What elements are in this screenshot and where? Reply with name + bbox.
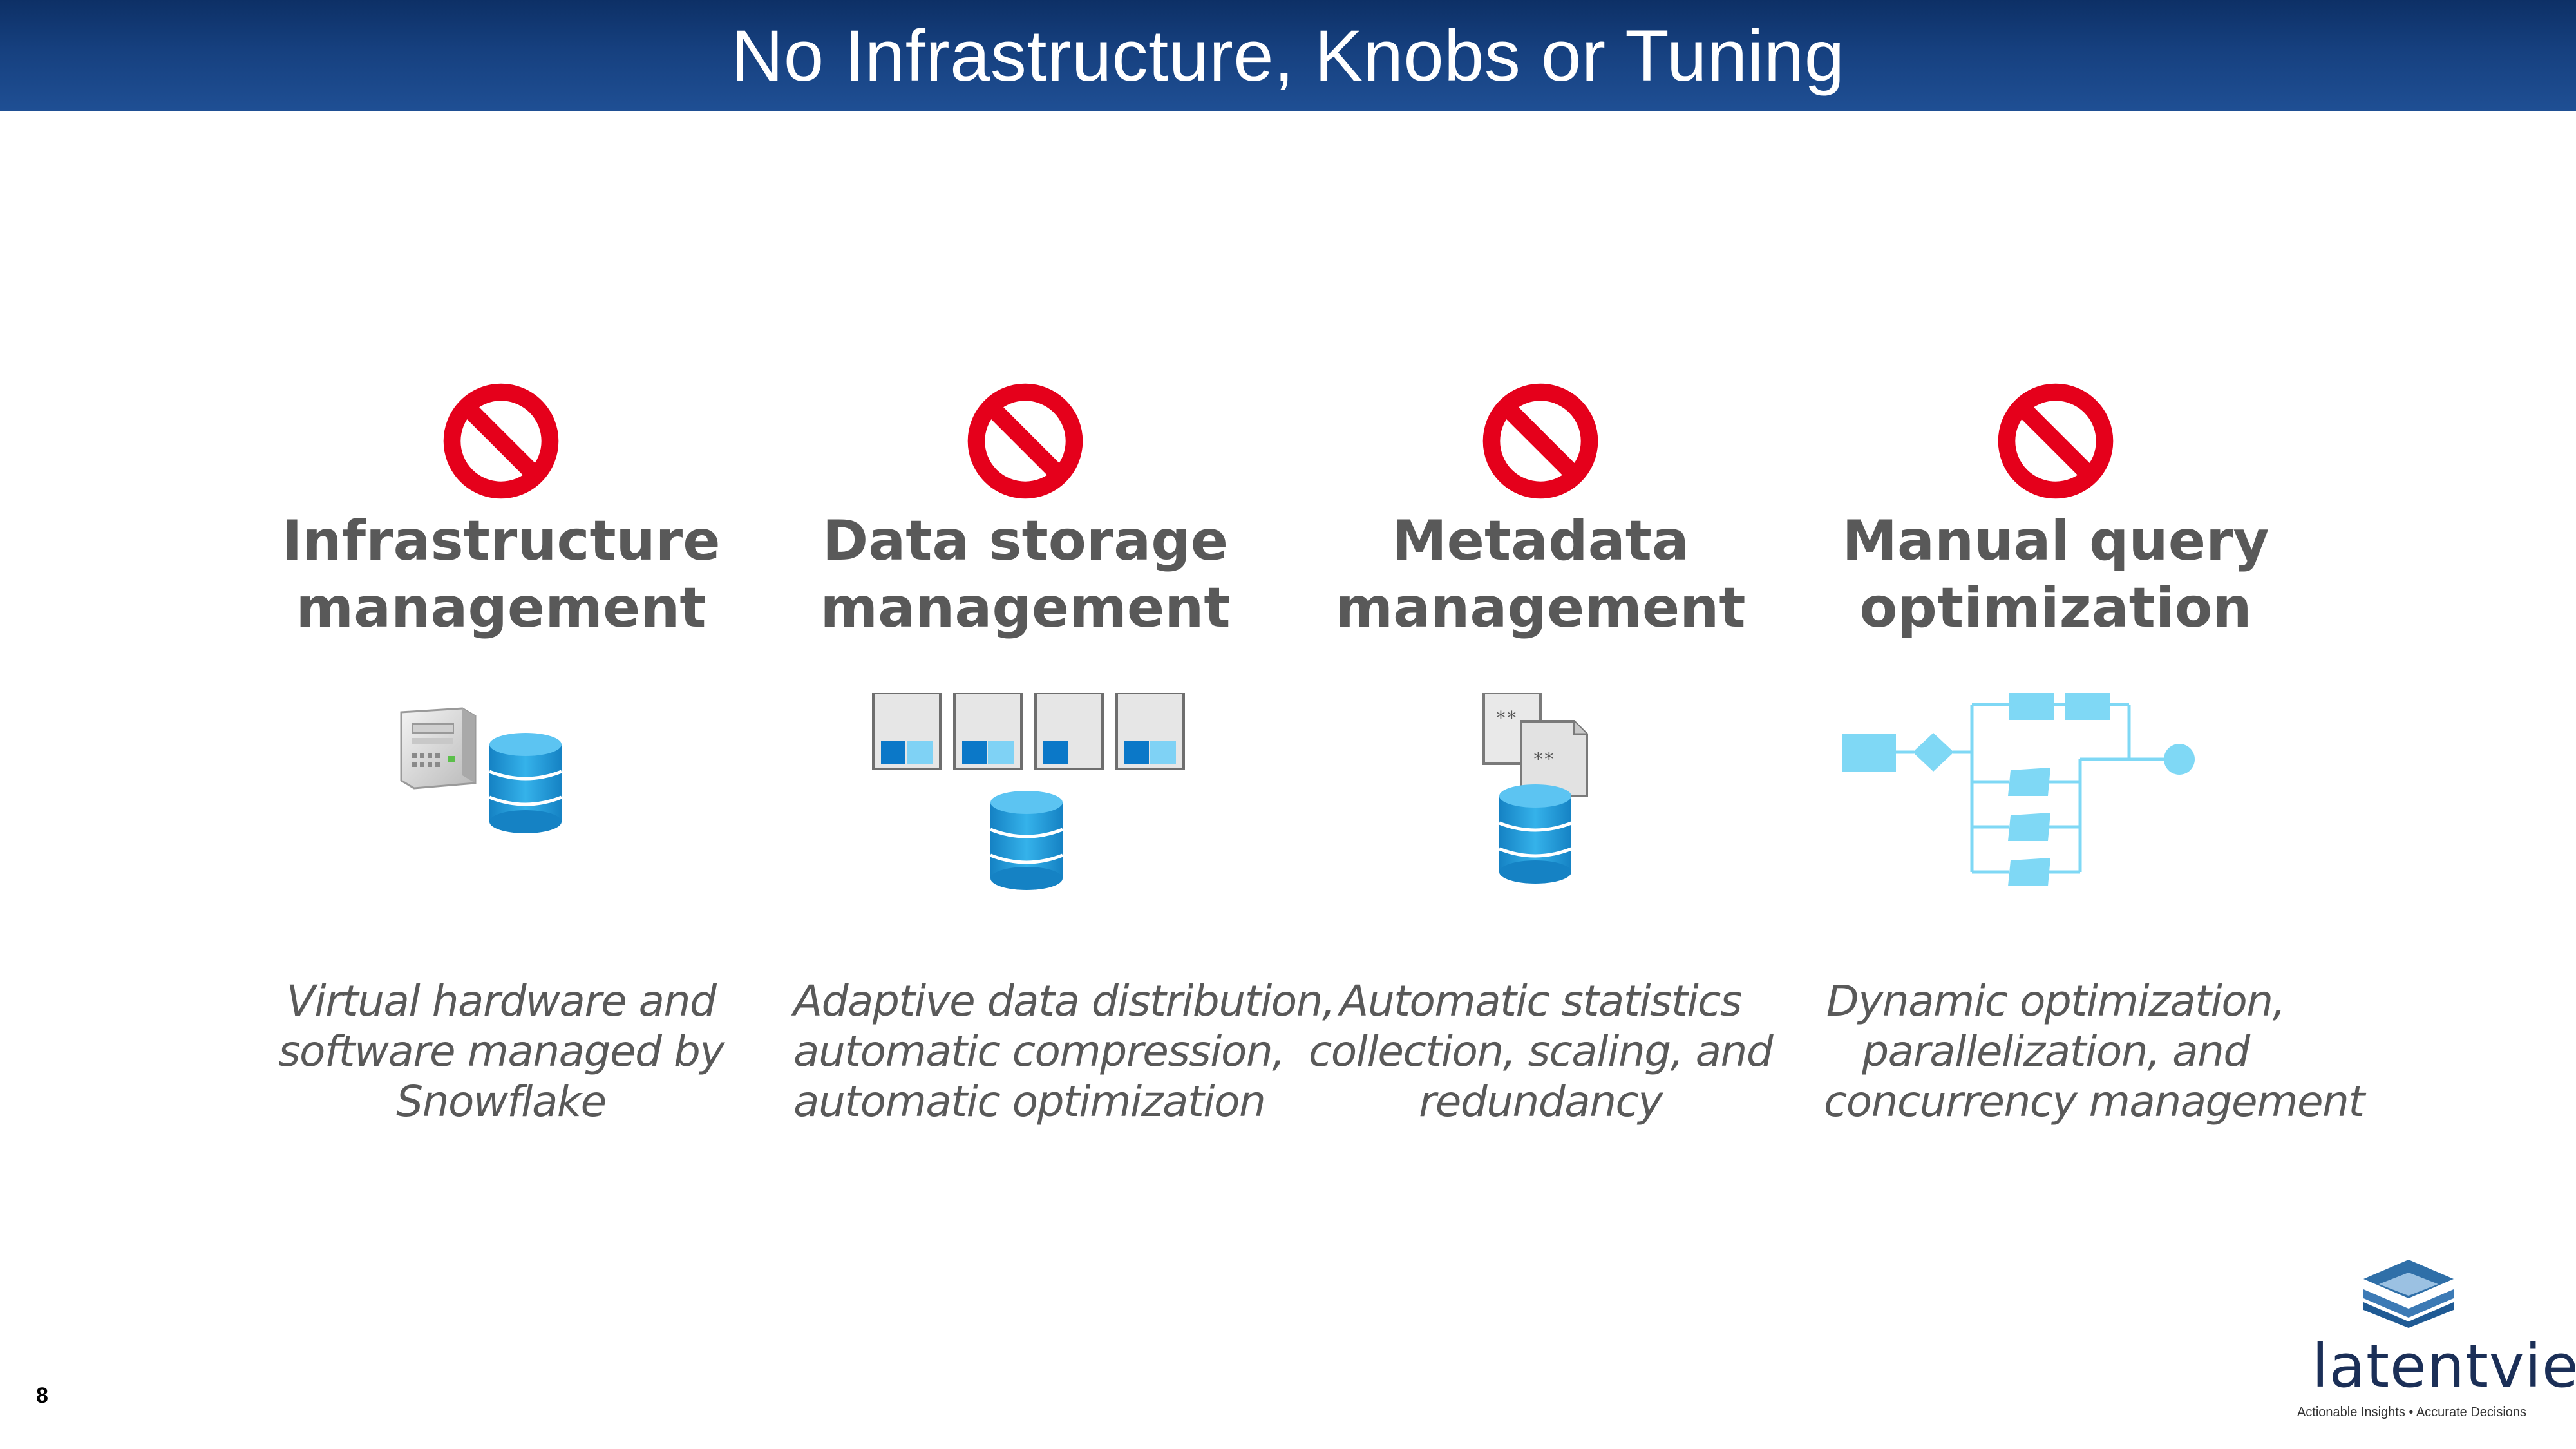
heading-line: Metadata xyxy=(1392,509,1689,573)
description-line: Snowflake xyxy=(396,1077,607,1126)
description-line: Automatic statistics xyxy=(1340,976,1742,1026)
storage-block-icon xyxy=(1115,693,1185,770)
company-logo: latentview Actionable Insights • Accurat… xyxy=(2293,1256,2576,1430)
page-number: 8 xyxy=(36,1383,48,1408)
storage-block-icon xyxy=(1034,693,1104,770)
database-icon xyxy=(990,791,1063,890)
column-heading: Infrastructure management xyxy=(269,507,733,641)
heading-line: management xyxy=(296,576,706,640)
description-line: Virtual hardware and xyxy=(286,976,717,1026)
description-line: Dynamic optimization, xyxy=(1826,976,2286,1026)
stacked-layers-logo-icon xyxy=(2363,1260,2454,1328)
description-line: redundancy xyxy=(1419,1077,1663,1126)
flowchart-icon xyxy=(1842,693,2195,886)
no-entry-icon xyxy=(1482,383,1598,499)
storage-block-icon xyxy=(872,693,942,770)
description-line: Adaptive data distribution, xyxy=(793,976,1336,1026)
description-line: automatic compression, xyxy=(793,1027,1285,1076)
server-icon xyxy=(400,707,477,790)
heading-line: Infrastructure xyxy=(281,509,721,573)
svg-text:**: ** xyxy=(1533,748,1555,770)
description-line: collection, scaling, and xyxy=(1309,1027,1774,1076)
no-entry-icon xyxy=(967,383,1083,499)
database-icon xyxy=(1499,784,1572,884)
heading-line: optimization xyxy=(1859,576,2252,640)
column-metadata: Metadata management ** ** xyxy=(1309,380,1774,1127)
heading-line: Manual query xyxy=(1842,509,2269,573)
heading-line: management xyxy=(1335,576,1746,640)
column-heading: Metadata management xyxy=(1309,507,1772,641)
logo-tagline: Actionable Insights • Accurate Decisions xyxy=(2297,1405,2527,1419)
illustration xyxy=(793,693,1257,912)
column-data-storage: Data storage management xyxy=(793,380,1336,1127)
slide-title: No Infrastructure, Knobs or Tuning xyxy=(731,15,1845,96)
heading-line: Data storage xyxy=(822,509,1229,573)
illustration xyxy=(1824,693,2287,912)
description-line: automatic optimization xyxy=(793,1077,1266,1126)
column-query-optimization: Manual query optimization xyxy=(1824,380,2365,1127)
column-description: Dynamic optimization, parallelization, a… xyxy=(1824,976,2365,1127)
database-icon xyxy=(489,733,562,833)
illustration: ** ** xyxy=(1309,693,1772,912)
title-bar: No Infrastructure, Knobs or Tuning xyxy=(0,0,2576,111)
no-entry-icon xyxy=(443,383,559,499)
description-line: parallelization, and xyxy=(1862,1027,2250,1076)
column-description: Automatic statistics collection, scaling… xyxy=(1309,976,1774,1127)
storage-block-icon xyxy=(953,693,1023,770)
document-icon: ** ** xyxy=(1482,693,1588,797)
column-description: Adaptive data distribution, automatic co… xyxy=(793,976,1336,1127)
no-entry-icon xyxy=(1998,383,2114,499)
logo-wordmark: latentview xyxy=(2312,1332,2576,1401)
description-line: concurrency management xyxy=(1824,1077,2365,1126)
column-heading: Manual query optimization xyxy=(1824,507,2287,641)
illustration xyxy=(269,693,733,912)
column-description: Virtual hardware and software managed by… xyxy=(269,976,733,1127)
heading-line: management xyxy=(820,576,1231,640)
description-line: software managed by xyxy=(278,1027,724,1076)
column-infrastructure: Infrastructure management xyxy=(269,380,733,1127)
column-heading: Data storage management xyxy=(793,507,1257,641)
svg-text:**: ** xyxy=(1495,707,1517,728)
